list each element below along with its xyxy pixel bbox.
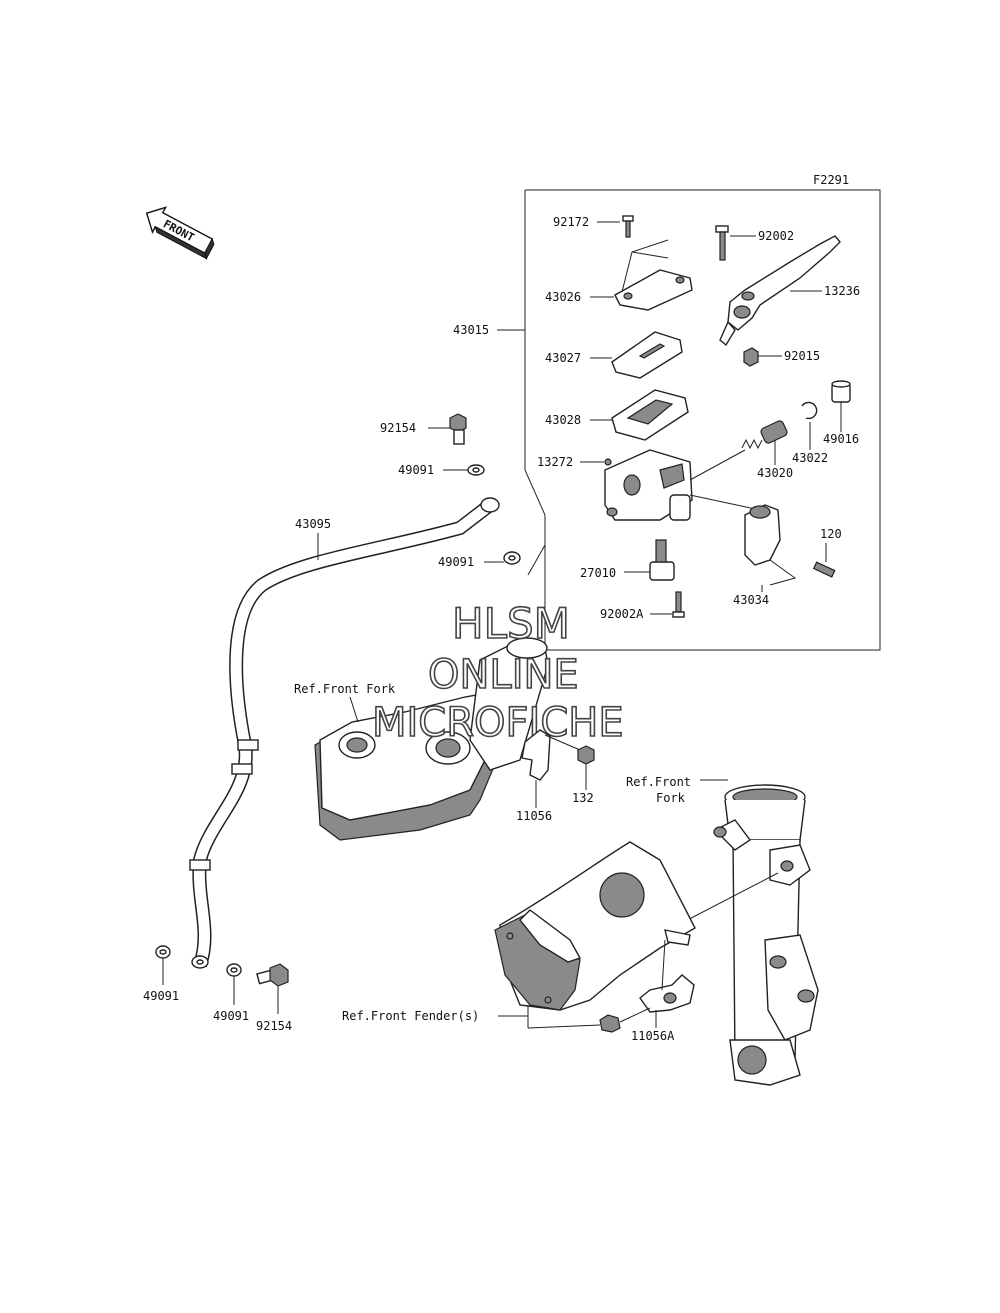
- front-fender: [494, 841, 696, 1011]
- part-13236: 13236: [824, 284, 860, 298]
- part-43034: 43034: [733, 593, 769, 607]
- ref-front-fork-top: Ref.Front Fork: [294, 682, 396, 696]
- screw-92172: [622, 215, 634, 238]
- part-43026: 43026: [545, 290, 581, 304]
- part-49016: 49016: [823, 432, 859, 446]
- part-49091-a: 49091: [398, 463, 434, 477]
- part-27010: 27010: [580, 566, 616, 580]
- part-92002A: 92002A: [600, 607, 644, 621]
- fender-bolt-icon: [599, 1014, 621, 1033]
- part-49091-b: 49091: [438, 555, 474, 569]
- part-43022: 43022: [792, 451, 828, 465]
- nut-92015-icon: [743, 347, 759, 367]
- part-13272: 13272: [537, 455, 573, 469]
- part-43028: 43028: [545, 413, 581, 427]
- fork-tube: [713, 784, 819, 1086]
- part-92002: 92002: [758, 229, 794, 243]
- clamp-11056: [521, 729, 551, 781]
- circlip-43022-icon: [801, 401, 818, 420]
- part-43020: 43020: [757, 466, 793, 480]
- part-132: 132: [572, 791, 594, 805]
- part-43095: 43095: [295, 517, 331, 531]
- pivot-bolt-92002: [715, 225, 729, 261]
- bolt-120: [812, 561, 836, 578]
- part-49091-d: 49091: [213, 1009, 249, 1023]
- diaphragm-43028: [611, 389, 689, 441]
- part-13272-icon: [604, 458, 612, 466]
- part-49091-c: 49091: [143, 989, 179, 1003]
- watermark-line2: ONLINE: [428, 652, 579, 698]
- ref-front-fender: Ref.Front Fender(s): [342, 1009, 479, 1023]
- triple-clamp: [314, 637, 549, 841]
- part-92172: 92172: [553, 215, 589, 229]
- brake-hose-43095: [189, 497, 500, 969]
- brake-lever-13236: [719, 235, 841, 347]
- watermark-line3: MICROFICHE: [372, 700, 624, 746]
- master-cylinder-body: [604, 449, 693, 521]
- ref-front-fork-right-2: Fork: [656, 791, 686, 805]
- piston-kit-43020: [741, 420, 788, 450]
- ref-front-fork-right-1: Ref.Front: [626, 775, 691, 789]
- bolt-132: [577, 745, 595, 765]
- group-box: [525, 189, 881, 651]
- screw-92002A: [672, 591, 685, 618]
- front-arrow-icon: FRONT: [145, 206, 215, 260]
- banjo-bolt-92154-bottom: [256, 963, 289, 987]
- brake-switch-27010: [649, 539, 675, 581]
- watermark-line1: HLSM: [452, 599, 570, 648]
- part-92154-top: 92154: [380, 421, 416, 435]
- diaphragm-plate-43027: [611, 331, 683, 379]
- banjo-bolt-92154-top: [449, 413, 467, 445]
- part-11056: 11056: [516, 809, 552, 823]
- part-92015: 92015: [784, 349, 820, 363]
- part-11056A: 11056A: [631, 1029, 675, 1043]
- clamp-43034: [744, 504, 781, 566]
- figure-code: F2291: [813, 173, 849, 187]
- part-43027: 43027: [545, 351, 581, 365]
- part-120: 120: [820, 527, 842, 541]
- part-92154-bottom: 92154: [256, 1019, 292, 1033]
- bracket-11056A: [639, 974, 695, 1013]
- part-43015: 43015: [453, 323, 489, 337]
- reservoir-cap-43026: [614, 269, 693, 311]
- dust-boot-49016: [831, 380, 851, 403]
